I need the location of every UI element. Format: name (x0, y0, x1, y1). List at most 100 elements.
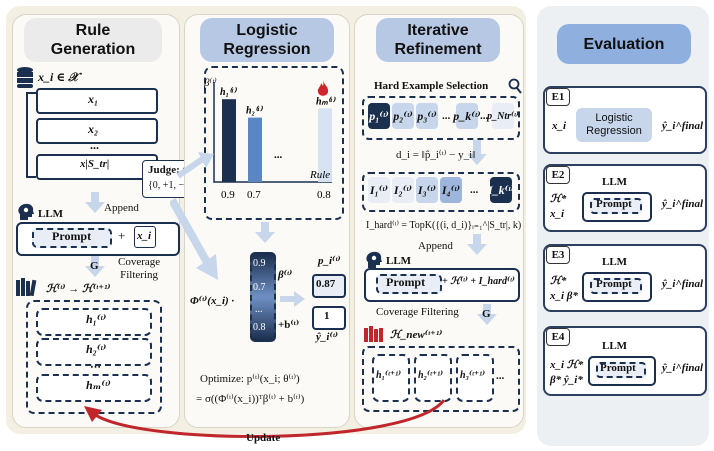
e3-prompt-box (590, 278, 642, 294)
p-label: p_i⁽ᵗ⁾ (318, 255, 341, 267)
eval-e1 (543, 86, 707, 154)
xi-doc-label: x_i (137, 230, 152, 242)
chart-bar-1 (222, 99, 236, 182)
i-cell-dots: ... (470, 184, 479, 196)
beta-v0: 0.9 (253, 258, 266, 269)
lr-right-arrow (280, 291, 305, 307)
books-icon-red (364, 326, 383, 342)
i-cell-4: I₄⁽ᵗ⁾ (440, 177, 462, 203)
beta-vector (250, 252, 276, 342)
judge-to-phi-arrow (170, 198, 218, 280)
new-rule-1 (372, 354, 410, 402)
input-row-dots: ... (90, 138, 99, 152)
refine-arrow-2 (467, 234, 487, 255)
rule-h2-label: h₂⁽ᵗ⁾ (86, 342, 107, 356)
e4-prompt-box (596, 362, 646, 378)
e1-tag: E1 (546, 88, 570, 106)
prompt-box-1 (32, 228, 112, 248)
p-cells-row (362, 96, 520, 140)
rule-dots: ⋯ (90, 361, 101, 373)
beta-v2: ... (255, 304, 263, 315)
e3-prompt-frame (582, 272, 652, 302)
lr-down-arrow (255, 222, 275, 243)
e3-llm: LLM (602, 256, 628, 268)
logistic-regression-title: Logistic Regression (200, 18, 334, 62)
e3-input-2: x_i β* (550, 290, 578, 302)
evaluation-title: Evaluation (557, 24, 691, 64)
e4-output: ŷ_i^final (662, 362, 704, 374)
prompt-label-2: Prompt (386, 275, 426, 289)
beta-v3: 0.8 (253, 322, 266, 333)
new-rule-1-label: h₁⁽ᵗ⁺¹⁾ (376, 370, 402, 381)
chart-bar-4 (318, 108, 332, 182)
e2-prompt-box (590, 198, 642, 214)
update-label: Update (246, 432, 281, 444)
e3-tag: E3 (546, 246, 570, 264)
p-cell-dots-2: ... (480, 110, 489, 122)
input-row-2 (36, 118, 158, 144)
rule-h1-label: h₁⁽ᵗ⁾ (86, 312, 107, 326)
e4-input-1: x_i ℋ* (550, 359, 584, 371)
chart-tick-4: 0.8 (317, 189, 331, 201)
llm-head-icon-2 (366, 251, 382, 268)
g-label-2: G (482, 308, 491, 320)
llm-label-1: LLM (38, 208, 64, 220)
append-arrow-1 (85, 192, 105, 213)
refine-arrow-3 (477, 304, 497, 325)
chart-bar-2 (248, 117, 262, 182)
chart-tick-2: 0.7 (247, 189, 261, 201)
p-cell-k: p_k⁽ᵗ⁾ (453, 103, 481, 129)
chart-tick-1: 0.9 (221, 189, 235, 201)
e2-input-2: x_i (550, 208, 565, 220)
chart-axes (213, 82, 332, 183)
h-update-label: ℋ⁽ᵗ⁾ → ℋ⁽ᵗ⁺¹⁾ (46, 283, 111, 295)
p-value-box (312, 274, 346, 298)
prompt-plus-1: + (118, 228, 126, 243)
search-icon (508, 78, 522, 94)
prompt-box-2 (376, 274, 442, 294)
h-new-label: ℋ_new⁽ᵗ⁺¹⁾ (390, 329, 443, 341)
e4-llm: LLM (602, 340, 628, 352)
p-cell-n: p_Ntr⁽ᵗ⁾ (487, 103, 519, 129)
coef-chart-frame (204, 66, 344, 220)
p-value: 0.87 (316, 278, 336, 290)
y-value-box (312, 306, 346, 330)
e4-tag: E4 (546, 328, 570, 346)
e3-input-1: ℋ* (550, 275, 567, 287)
optimize-line-2: = σ((Φ⁽ᵗ⁾(x_i))ᵀβ⁽ᵗ⁾ + b⁽ᵗ⁾) (196, 393, 305, 405)
g-label-1: G (90, 260, 99, 272)
prompt-plus-2: + ℋ⁽ᵗ⁾ + I_hard⁽ᵗ⁾ (442, 276, 515, 287)
e4-input-2: β* ŷ_i* (550, 374, 583, 386)
chart-dots: ... (274, 149, 283, 161)
e1-model: Logistic Regression (576, 108, 652, 142)
judge-to-chart-arrow (176, 152, 214, 179)
beta-t-label: β⁽ᵗ⁾ (278, 269, 293, 281)
e2-llm: LLM (602, 176, 628, 188)
hard-formula: I_hard⁽ᵗ⁾ = TopK({(i, d_i)}ᵢ₌₁^|S_tr|, k… (366, 220, 522, 231)
llm-label-2: LLM (386, 255, 412, 267)
e3-prompt-label: Prompt (596, 278, 632, 290)
chart-bar-label-2: h₂⁽ᵗ⁾ (246, 106, 263, 117)
g-arrow-1 (85, 256, 105, 277)
judge-range: {0, +1, −1}^m(t) (148, 180, 216, 191)
plus-b-label: +b⁽ᵗ⁾ (278, 319, 300, 331)
p-cell-1: p₁⁽ᵗ⁾ (368, 103, 390, 129)
input-row-1 (36, 88, 158, 114)
append-label-2: Append (418, 240, 453, 252)
e2-tag: E2 (546, 166, 570, 184)
dataset-label: x_i ∈ 𝒳 (38, 70, 79, 84)
e3-output: ŷ_i^final (662, 278, 704, 290)
phi-label: Φ⁽ᵗ⁾(x_i) · (190, 295, 235, 307)
rule-generation-title: Rule Generation (24, 18, 162, 62)
rule-h2 (36, 338, 152, 366)
new-rule-3-label: h₃⁽ᵗ⁺¹⁾ (460, 370, 486, 381)
input-bracket (26, 92, 36, 178)
y-label: ŷ_i⁽ᵗ⁾ (316, 331, 339, 343)
hard-example-selection-label: Hard Example Selection (374, 80, 489, 92)
beta-v1: 0.7 (253, 282, 266, 293)
e4-prompt-label: Prompt (600, 362, 636, 374)
llm-head-icon (18, 203, 34, 220)
optimize-line-1: Optimize: p⁽ᵗ⁾(x_i; θ⁽ᵗ⁾) (200, 373, 300, 385)
p-cell-3: p₃⁽ᵗ⁾ (416, 103, 438, 129)
